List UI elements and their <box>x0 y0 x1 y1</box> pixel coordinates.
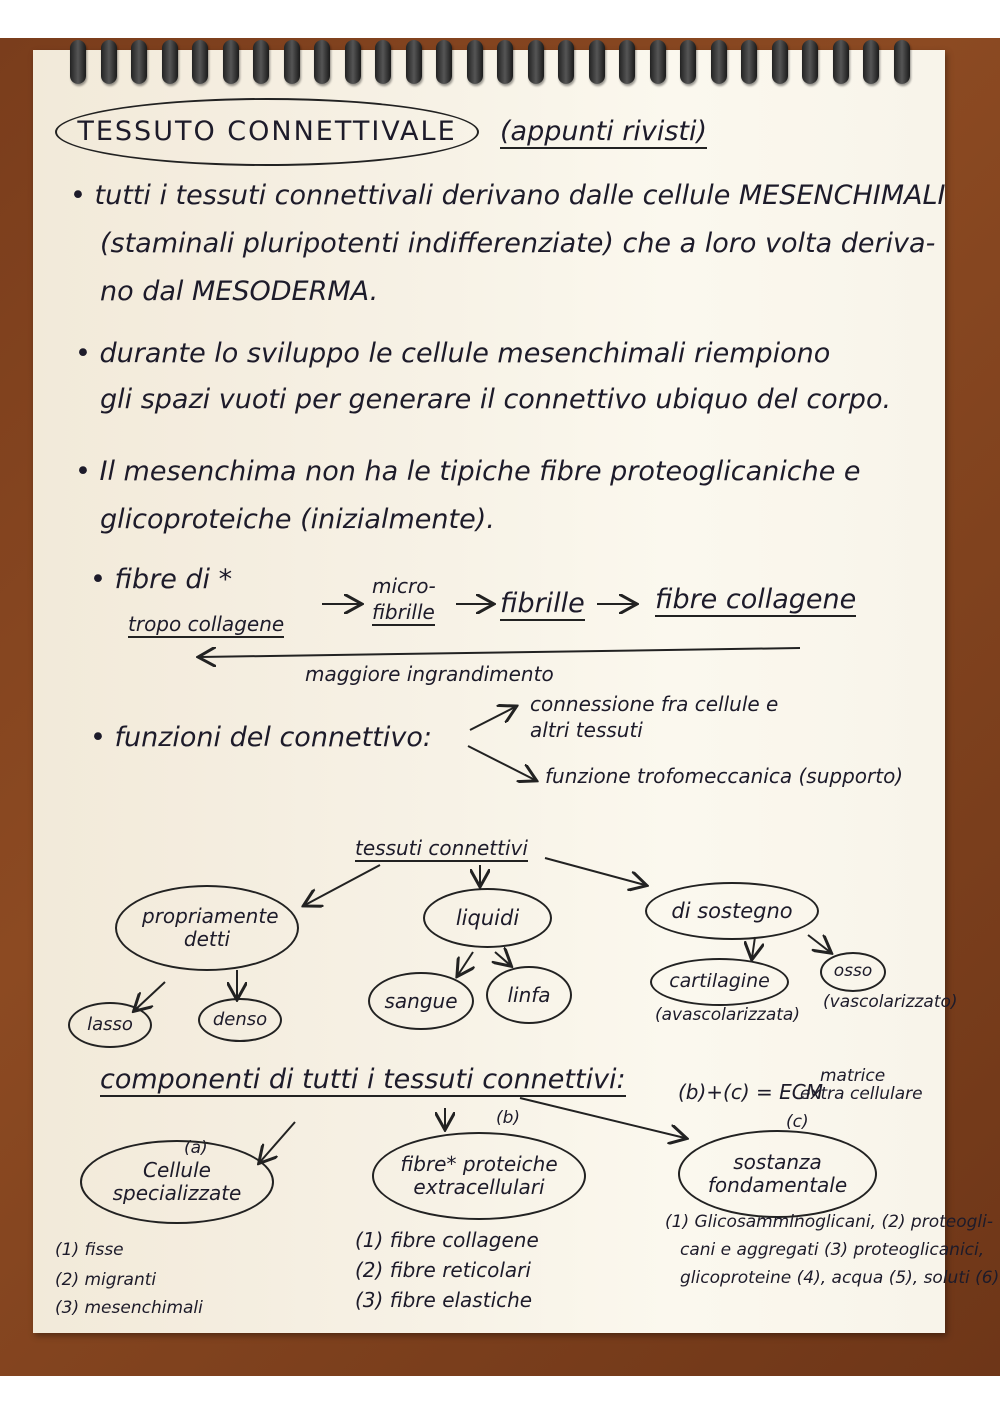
list-item: (3) fibre elastiche <box>355 1288 533 1312</box>
paragraph-line: no dal MESODERMA. <box>100 276 379 307</box>
fibres-bullet: • fibre di * <box>90 564 233 595</box>
fibre-collagene: fibre collagene <box>655 584 857 617</box>
paragraph-line: • Il mesenchima non ha le tipiche fibre … <box>75 456 861 487</box>
node-sostegno: di sostegno <box>645 882 819 940</box>
micro-label: micro- <box>372 574 436 598</box>
osso-note: (vascolarizzato) <box>823 992 958 1012</box>
node-linfa: linfa <box>486 966 572 1024</box>
title-note: (appunti rivisti) <box>500 116 708 149</box>
node-denso: denso <box>198 998 282 1042</box>
magnification-label: maggiore ingrandimento <box>305 662 554 686</box>
functions-label: • funzioni del connettivo: <box>90 722 432 753</box>
list-item: (1) Glicosamminoglicani, (2) proteogli- <box>665 1212 994 1232</box>
list-item: glicoproteine (4), acqua (5), soluti (6)… <box>680 1268 1000 1288</box>
page-title: TESSUTO CONNETTIVALE <box>55 98 479 166</box>
node-cartilagine: cartilagine <box>650 958 789 1006</box>
node-cellule: Cellule specializzate <box>80 1140 274 1224</box>
micro-fibrille: fibrille <box>372 600 435 626</box>
function-connessione-2: altri tessuti <box>530 718 643 742</box>
fibrille: fibrille <box>500 588 585 621</box>
paragraph-line: (staminali pluripotenti indifferenziate)… <box>100 228 936 259</box>
cartilagine-note: (avascolarizzata) <box>655 1005 800 1025</box>
components-header: componenti di tutti i tessuti connettivi… <box>100 1064 626 1097</box>
function-connessione: connessione fra cellule e <box>530 692 779 716</box>
marker-b: (b) <box>496 1108 521 1128</box>
node-sostanza: sostanza fondamentale <box>678 1130 877 1218</box>
tree-root: tessuti connettivi <box>355 836 528 862</box>
list-item: (1) fisse <box>55 1240 124 1260</box>
node-fibre: fibre* proteiche extracellulari <box>372 1132 586 1220</box>
list-item: (1) fibre collagene <box>355 1228 539 1252</box>
spiral-binding <box>70 40 910 90</box>
list-item: (2) fibre reticolari <box>355 1258 531 1282</box>
node-osso: osso <box>820 952 886 992</box>
paragraph-line: gli spazi vuoti per generare il connetti… <box>100 384 892 415</box>
node-liquidi: liquidi <box>423 888 552 948</box>
list-item: (2) migranti <box>55 1270 157 1290</box>
node-sangue: sangue <box>368 972 474 1030</box>
notebook-page <box>33 50 945 1333</box>
ecm-note: matrice <box>820 1066 886 1086</box>
ecm-note-2: extra cellulare <box>800 1084 923 1104</box>
node-propriamente: propriamente detti <box>115 885 299 971</box>
paragraph-line: glicoproteiche (inizialmente). <box>100 504 495 535</box>
list-item: (3) mesenchimali <box>55 1298 203 1318</box>
paragraph-line: • durante lo sviluppo le cellule mesench… <box>75 338 831 369</box>
function-trofomeccanica: funzione trofomeccanica (supporto) <box>545 764 904 788</box>
ecm-formula: (b)+(c) = ECM <box>678 1080 823 1104</box>
node-lasso: lasso <box>68 1002 152 1048</box>
paragraph-line: • tutti i tessuti connettivali derivano … <box>70 180 946 211</box>
tropo-collagene: tropo collagene <box>128 612 285 638</box>
list-item: cani e aggregati (3) proteoglicanici, <box>680 1240 985 1260</box>
marker-c: (c) <box>786 1112 809 1132</box>
